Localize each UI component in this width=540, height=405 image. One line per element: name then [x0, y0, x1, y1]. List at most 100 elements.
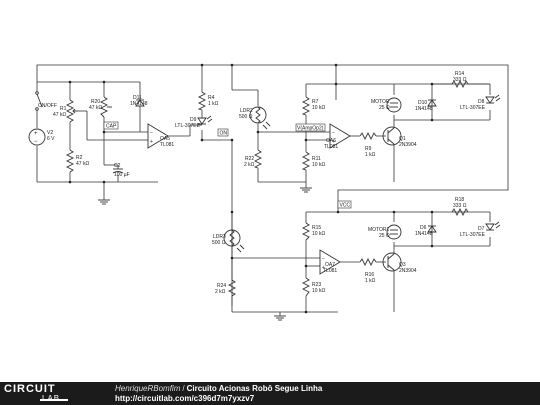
svg-text:+: +	[34, 131, 38, 137]
resistor-r15[interactable]: R15 10 kΩ	[301, 222, 325, 241]
net-label-vcc-text: VCC	[340, 203, 351, 209]
d11-name: D11	[133, 95, 142, 101]
r9-value: 1 kΩ	[365, 152, 376, 158]
opamp-oa5[interactable]: − + OA5 TL081	[147, 123, 174, 149]
opamp-oa6[interactable]: − + OA6 TL081	[324, 123, 351, 150]
potentiometer-r1[interactable]: R1 47 kΩ	[53, 99, 78, 123]
resistor-r23[interactable]: R23 10 kΩ	[301, 277, 325, 297]
r11-value: 10 kΩ	[312, 162, 325, 168]
oa7-name: OA7	[325, 262, 335, 268]
q3-name: Q3	[399, 262, 406, 268]
r14-name: R14	[455, 71, 464, 77]
on-off-switch[interactable]: ON/OFF	[35, 91, 57, 111]
net-label-on-text: ON	[220, 131, 228, 137]
r22-name: R22	[245, 156, 254, 162]
r1-name: R1	[60, 106, 67, 112]
circuit-name: Circuito Acionas Robô Segue Linha	[186, 384, 323, 393]
d9-name: D9	[190, 117, 197, 123]
svg-text:−: −	[34, 139, 38, 145]
resistor-r18[interactable]: R18 333 Ω	[451, 197, 469, 217]
diode-d10[interactable]: D10 1N4148	[415, 99, 437, 112]
author-link[interactable]: HenriqueRBomfim	[115, 384, 181, 393]
svg-text:−: −	[332, 130, 335, 136]
ground-symbol	[300, 187, 312, 193]
circuit-url-link[interactable]: http://circuitlab.com/c396d7m7yxzv7	[115, 394, 255, 403]
net-label-vcc: VCC	[337, 200, 352, 209]
motor[interactable]: MOTOR 25 Ω	[371, 97, 402, 113]
svg-text:−: −	[150, 130, 153, 136]
logo-top-text: CIRCUIT	[4, 383, 56, 395]
r16-name: R16	[365, 272, 374, 278]
r7-name: R7	[312, 99, 319, 105]
opamp-oa7[interactable]: − + OA7 TL081	[319, 249, 341, 275]
led-d7[interactable]: D7 LTL-307EE	[460, 221, 501, 238]
oa6-name: OA6	[326, 138, 336, 144]
r14-value: 333 Ω	[453, 77, 467, 83]
net-label-cap-text: CAP	[106, 124, 117, 130]
net-label-vamp: V(AmpOp2)	[295, 123, 326, 132]
d8-name: D8	[478, 99, 485, 105]
r2-value: 47 kΩ	[76, 161, 89, 167]
diode-d11[interactable]: D11 1N4148	[130, 95, 148, 114]
c2-value: 100 µF	[114, 172, 130, 178]
net-label-on: ON	[217, 128, 229, 137]
footer-bar: CIRCUIT LAB HenriqueRBomfim/Circuito Aci…	[0, 382, 540, 405]
ground-symbol	[98, 199, 110, 205]
r11-name: R11	[312, 156, 321, 162]
r20-name: R20	[91, 99, 100, 105]
circuit-title: HenriqueRBomfim/Circuito Acionas Robô Se…	[115, 384, 322, 394]
d7-value: LTL-307EE	[460, 232, 486, 238]
resistor-r22[interactable]: R22 2 kΩ	[244, 149, 263, 169]
svg-text:+: +	[322, 265, 325, 271]
resistor-r11[interactable]: R11 10 kΩ	[301, 151, 325, 171]
r18-name: R18	[455, 197, 464, 203]
motor1-value: 25 Ω	[379, 233, 390, 239]
resistor-r7[interactable]: R7 10 kΩ	[301, 96, 325, 116]
svg-text:+: +	[150, 139, 153, 145]
net-label-vamp-text: V(AmpOp2)	[297, 126, 324, 132]
switch-label: ON/OFF	[38, 103, 57, 109]
transistor-q1[interactable]: Q1 2N3904	[382, 126, 417, 148]
d10-value: 1N4148	[415, 106, 433, 112]
oa7-value: TL081	[323, 268, 337, 274]
r23-value: 10 kΩ	[312, 288, 325, 294]
net-label-cap: CAP	[103, 121, 119, 130]
resistor-r24[interactable]: R24 2 kΩ	[215, 279, 237, 297]
circuitlab-logo[interactable]: CIRCUIT LAB	[4, 384, 96, 404]
diode-d6[interactable]: D6 1N4148	[415, 225, 437, 237]
r20-value: 47 kΩ	[89, 105, 102, 111]
q1-name: Q1	[399, 136, 406, 142]
led-d9[interactable]: D9 LTL-307EE	[175, 115, 213, 129]
resistor-r2[interactable]: R2 47 kΩ	[65, 149, 89, 173]
ldr2-value: 500 Ω	[239, 114, 253, 120]
c2-label: C2	[114, 163, 121, 169]
wires	[36, 64, 509, 313]
resistor-r16[interactable]: R16 1 kΩ	[359, 257, 377, 284]
resistor-r9[interactable]: R9 1 kΩ	[359, 131, 377, 158]
resistor-r4[interactable]: R4 1 kΩ	[197, 91, 219, 111]
motor-name: MOTOR	[371, 99, 390, 105]
battery-v2[interactable]: + − V2 6 V	[28, 128, 55, 146]
d6-name: D6	[420, 225, 427, 231]
r2-name: R2	[76, 155, 83, 161]
resistor-r14[interactable]: R14 333 Ω	[451, 71, 469, 89]
r24-value: 2 kΩ	[215, 289, 226, 295]
ldr2-name: LDR2	[240, 108, 253, 114]
svg-text:−: −	[322, 256, 325, 262]
motor1[interactable]: MOTOR1 25 Ω	[368, 224, 402, 240]
d9-value: LTL-307EE	[175, 123, 201, 129]
circuit-schematic: ON/OFF + − V2 6 V R1 47 kΩ R2 47 kΩ R20 …	[28, 63, 509, 321]
ldr2[interactable]: LDR2 500 Ω	[239, 106, 271, 130]
potentiometer-r20[interactable]: R20 47 kΩ	[89, 96, 112, 118]
capacitor-c2[interactable]: C2 C2 100 µF	[112, 163, 130, 178]
d6-value: 1N4148	[415, 231, 433, 237]
led-d8[interactable]: D8 LTL-307EE	[460, 94, 501, 111]
oa5-value: TL081	[160, 142, 174, 148]
ldr3[interactable]: LDR3 500 Ω	[212, 229, 245, 253]
r9-name: R9	[365, 146, 372, 152]
motor-value: 25 Ω	[379, 105, 390, 111]
transistor-q3[interactable]: Q3 2N3904	[382, 252, 417, 274]
oa6-value: TL081	[324, 144, 338, 150]
r4-value: 1 kΩ	[208, 101, 219, 107]
r7-value: 10 kΩ	[312, 105, 325, 111]
